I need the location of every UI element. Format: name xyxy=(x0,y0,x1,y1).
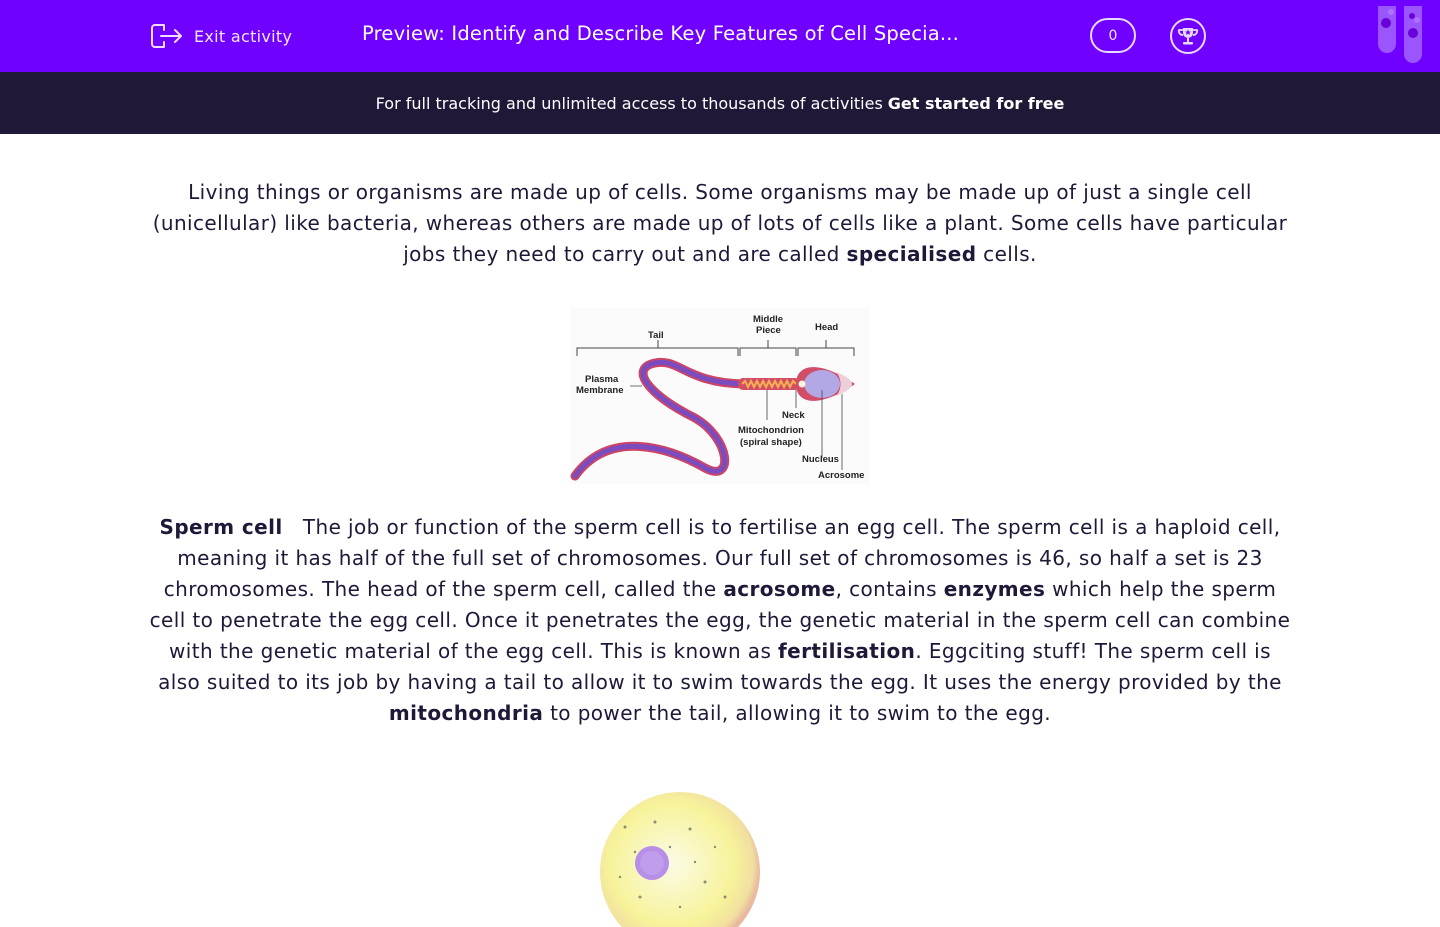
test-tubes-logo-icon xyxy=(1378,6,1422,63)
banner-text: For full tracking and unlimited access t… xyxy=(375,93,883,113)
bold-acrosome: acrosome xyxy=(723,577,836,601)
intro-bold-specialised: specialised xyxy=(846,242,977,266)
label-membrane: Membrane xyxy=(576,385,624,396)
trophy-icon xyxy=(1178,28,1198,45)
bold-mitochondria: mitochondria xyxy=(388,701,544,725)
activity-content: Living things or organisms are made up o… xyxy=(0,134,1440,927)
label-tail: Tail xyxy=(648,330,664,341)
get-started-link[interactable]: Get started for free xyxy=(887,93,1065,113)
exit-label: Exit activity xyxy=(194,26,293,46)
bold-fertilisation: fertilisation xyxy=(778,639,916,663)
page-title: Preview: Identify and Describe Key Featu… xyxy=(362,22,960,45)
label-neck: Neck xyxy=(782,410,805,421)
label-acrosome: Acrosome xyxy=(818,470,864,481)
label-plasma: Plasma xyxy=(585,374,619,385)
score-badge: 0 xyxy=(1090,18,1136,53)
sperm-cell-diagram: Tail Middle Piece Head Plasma Membrane N… xyxy=(570,308,870,484)
sperm-text-5: to power the tail, allowing it to swim t… xyxy=(543,701,1052,725)
label-mitochondrion: Mitochondrion xyxy=(738,425,804,436)
label-nucleus: Nucleus xyxy=(802,454,839,465)
top-bar: Exit activity Preview: Identify and Desc… xyxy=(0,0,1440,72)
sperm-cell-heading: Sperm cell xyxy=(159,515,283,539)
egg-cell-image xyxy=(600,792,760,927)
intro-text-2: cells. xyxy=(976,242,1037,266)
label-middle: Middle xyxy=(753,314,783,325)
sperm-text-3: which help the sperm cell to penetrate t… xyxy=(149,577,1291,663)
sperm-cell-paragraph: Sperm cell The job or function of the sp… xyxy=(145,512,1295,729)
signup-banner: For full tracking and unlimited access t… xyxy=(0,72,1440,134)
trophy-button[interactable] xyxy=(1170,18,1206,54)
intro-paragraph: Living things or organisms are made up o… xyxy=(145,177,1295,270)
label-head: Head xyxy=(815,322,838,333)
exit-activity-button[interactable]: Exit activity xyxy=(150,22,292,50)
sperm-text-4: . Eggciting stuff! The sperm cell is als… xyxy=(158,639,1282,694)
label-spiral: (spiral shape) xyxy=(740,437,802,448)
sperm-text-2: , contains xyxy=(835,577,944,601)
exit-icon xyxy=(151,24,182,48)
intro-text-1: Living things or organisms are made up o… xyxy=(152,180,1288,266)
label-piece: Piece xyxy=(756,325,781,336)
sperm-text-1: The job or function of the sperm cell is… xyxy=(163,515,1288,601)
bold-enzymes: enzymes xyxy=(943,577,1046,601)
